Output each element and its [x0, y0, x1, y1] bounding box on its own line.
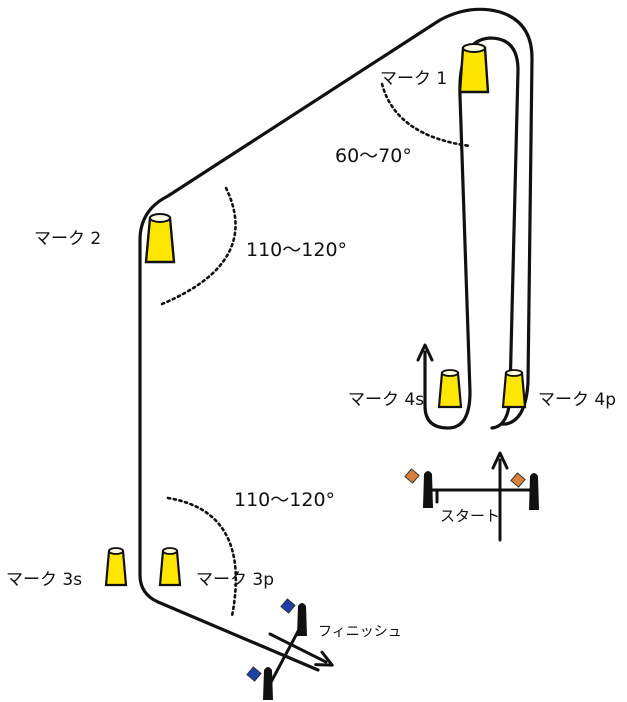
course-mark4s-rounding: [416, 343, 472, 430]
start-label: スタート: [440, 507, 500, 525]
mark-2-label: マーク 2: [34, 229, 101, 249]
buoy-icon: [437, 369, 463, 409]
mark-3s-label: マーク 3s: [6, 570, 82, 590]
buoy-icon: [144, 213, 176, 264]
mark-4p-label: マーク 4p: [538, 390, 616, 410]
buoy-icon: [158, 547, 182, 587]
angle-label-mark1: 60～70°: [335, 145, 412, 167]
flag-icon: [404, 468, 420, 484]
committee-boat-icon: [423, 471, 433, 508]
committee-boat-icon: [263, 667, 273, 700]
angle-label-mark3: 110～120°: [234, 489, 335, 511]
flag-icon: [280, 598, 296, 614]
angle-label-mark2: 110～120°: [246, 239, 347, 261]
finish-label: フィニッシュ: [318, 624, 402, 640]
flag-icon: [510, 472, 526, 488]
buoy-icon: [458, 43, 490, 94]
angle-arc-mark3: [166, 496, 238, 618]
mark-4s-label: マーク 4s: [348, 390, 424, 410]
mark-1-label: マーク 1: [380, 69, 447, 89]
finish-approach-arrow: [268, 632, 334, 667]
buoy-icon: [104, 547, 128, 587]
committee-boat-icon: [529, 473, 539, 510]
angle-arc-mark2: [160, 186, 237, 306]
committee-boat-icon: [297, 603, 307, 636]
flag-icon: [246, 666, 262, 682]
angle-arc-mark1: [380, 82, 472, 148]
buoy-icon: [501, 369, 527, 409]
mark-3p-label: マーク 3p: [196, 570, 274, 590]
course-outer-loop: [138, 7, 534, 672]
